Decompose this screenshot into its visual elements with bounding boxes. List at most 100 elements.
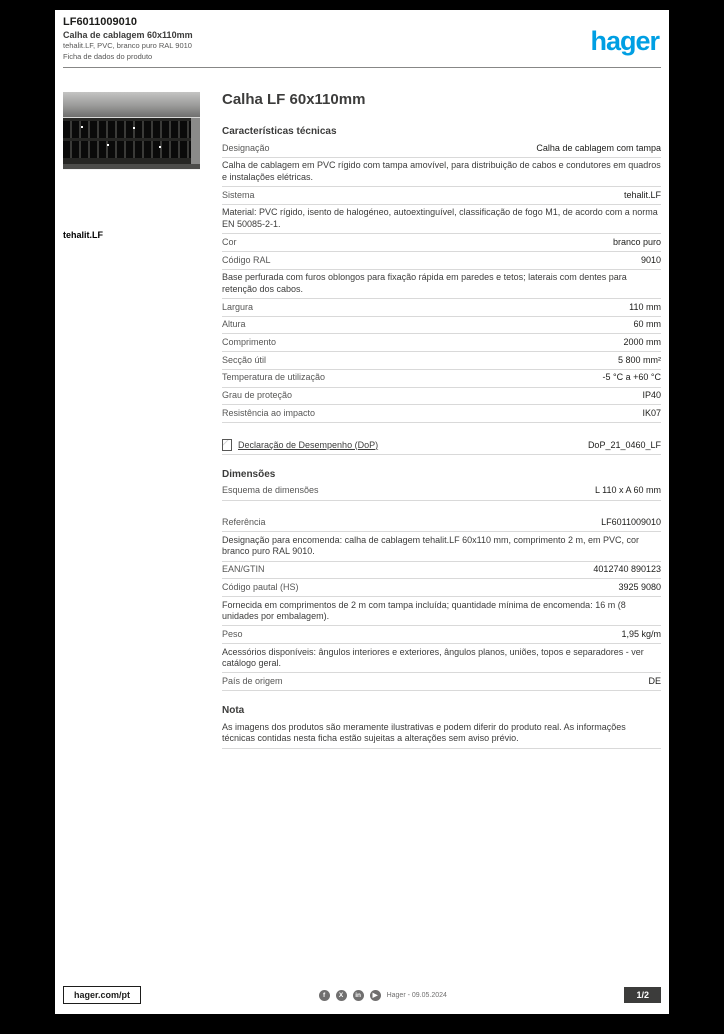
- section: Declaração de Desempenho (DoP) DoP_21_046…: [222, 437, 661, 455]
- product-image: [63, 91, 200, 170]
- trunking-slots-top: [63, 120, 200, 138]
- spec-value: L 110 x A 60 mm: [594, 485, 661, 496]
- description-text: As imagens dos produtos são meramente il…: [222, 719, 661, 749]
- section-heading: Características técnicas: [222, 126, 337, 138]
- spec-label: Designação: [222, 142, 270, 153]
- spec-label: Secção útil: [222, 354, 267, 365]
- header: LF6011009010 Calha de cablagem 60x110mm …: [55, 10, 669, 62]
- trunking-front: [63, 117, 200, 164]
- product-range: tehalit.LF, PVC, branco puro RAL 9010: [63, 41, 192, 51]
- trunking-end-cap: [191, 117, 200, 164]
- section-heading: Dimensões: [222, 468, 276, 480]
- header-text-block: LF6011009010 Calha de cablagem 60x110mm …: [63, 16, 193, 62]
- spec-row: Temperatura de utilização-5 °C a +60 °C: [222, 370, 661, 388]
- spec-row: País de origem DE: [222, 673, 661, 692]
- document-ref: DoP_21_0460_LF: [587, 439, 661, 450]
- highlight-dot: [107, 143, 109, 146]
- spec-row: Altura 60 mm: [222, 317, 661, 335]
- trunking-slots-bottom: [63, 140, 200, 158]
- spec-row: Sistema tehalit.LF: [222, 187, 661, 205]
- spec-value: 3925 9080: [618, 581, 661, 592]
- description-text: Material: PVC rígido, isento de halogéne…: [222, 205, 661, 235]
- left-column: tehalit.LF: [63, 91, 208, 763]
- highlight-dot: [133, 126, 135, 129]
- spec-value: 110 mm: [629, 301, 661, 312]
- spec-label: Altura: [222, 319, 246, 330]
- document-link[interactable]: Declaração de Desempenho (DoP): [238, 439, 379, 450]
- content: tehalit.LF Calha LF 60x110mm Característ…: [55, 90, 669, 763]
- facebook-icon[interactable]: f: [318, 989, 330, 1001]
- spec-label: Largura: [222, 301, 254, 312]
- spec-value: 4012740 890123: [593, 564, 661, 575]
- spec-row: Código pautal (HS) 3925 9080: [222, 579, 661, 597]
- spec-label: Cor: [222, 236, 237, 247]
- spec-row: Peso 1,95 kg/m: [222, 626, 661, 645]
- section-heading: Nota: [222, 705, 245, 717]
- spec-label: Esquema de dimensões: [222, 485, 319, 496]
- document-type: Ficha de dados do produto: [63, 51, 153, 61]
- product-name: Calha de cablagem 60x110mm: [63, 29, 193, 40]
- product-code: LF6011009010: [63, 16, 138, 28]
- image-caption: tehalit.LF: [63, 229, 103, 240]
- spec-value: IK07: [642, 407, 661, 418]
- description-text: Designação para encomenda: calha de cabl…: [222, 532, 661, 562]
- spec-value: 9010: [640, 254, 661, 265]
- main-column: Calha LF 60x110mm Características técnic…: [222, 90, 661, 763]
- linkedin-icon[interactable]: in: [352, 989, 364, 1001]
- spec-row: EAN/GTIN 4012740 890123: [222, 562, 661, 580]
- spec-row: Esquema de dimensões L 110 x A 60 mm: [222, 483, 661, 501]
- document-icon: [222, 439, 232, 452]
- description-text: Base perfurada com furos oblongos para f…: [222, 270, 661, 300]
- product-title: Calha LF 60x110mm: [222, 90, 366, 108]
- spec-label: País de origem: [222, 675, 283, 686]
- spec-row: Grau de proteção IP40: [222, 388, 661, 406]
- spec-label: EAN/GTIN: [222, 564, 265, 575]
- spec-row: Designação Calha de cablagem com tampa: [222, 140, 661, 158]
- spec-row: Resistência ao impacto IK07: [222, 405, 661, 423]
- spec-label: Referência: [222, 517, 266, 528]
- spec-value: DE: [648, 675, 661, 686]
- description-text: Fornecida em comprimentos de 2 m com tam…: [222, 597, 661, 627]
- section: Nota As imagens dos produtos são merament…: [222, 705, 661, 749]
- spec-value: tehalit.LF: [623, 189, 661, 200]
- spec-label: Temperatura de utilização: [222, 372, 326, 383]
- youtube-icon[interactable]: ▶: [369, 989, 381, 1001]
- spec-value: IP40: [642, 390, 661, 400]
- website-link[interactable]: hager.com/pt: [63, 986, 142, 1004]
- highlight-dot: [81, 125, 83, 128]
- highlight-dot: [159, 145, 161, 148]
- spec-value: 1,95 kg/m: [621, 628, 661, 639]
- spec-value: branco puro: [612, 236, 661, 247]
- spec-label: Grau de proteção: [222, 390, 293, 400]
- spec-label: Resistência ao impacto: [222, 407, 316, 418]
- trunking-base: [63, 163, 200, 169]
- spec-label: Código pautal (HS): [222, 581, 299, 592]
- spec-label: Peso: [222, 628, 243, 639]
- footer-note: Hager - 09.05.2024: [386, 991, 447, 999]
- spec-label: Comprimento: [222, 336, 277, 347]
- document-link-row: Declaração de Desempenho (DoP) DoP_21_046…: [222, 437, 661, 455]
- x-icon[interactable]: X: [335, 989, 347, 1001]
- description-text: Acessórios disponíveis: ângulos interior…: [222, 644, 661, 674]
- page-number: 1/2: [624, 987, 661, 1003]
- spec-value: LF6011009010: [601, 517, 661, 528]
- spec-row: Código RAL 9010: [222, 252, 661, 270]
- spec-value: 5 800 mm²: [617, 354, 661, 365]
- spec-value: Calha de cablagem com tampa: [536, 142, 661, 153]
- spec-row: Cor branco puro: [222, 234, 661, 252]
- spec-row: Referência LF6011009010: [222, 515, 661, 533]
- spec-value: 60 mm: [633, 319, 661, 330]
- spec-label: Código RAL: [222, 254, 271, 265]
- hager-logo: hager: [590, 26, 660, 56]
- spec-label: Sistema: [222, 189, 255, 200]
- header-divider: [63, 66, 661, 68]
- spec-row: Largura 110 mm: [222, 299, 661, 317]
- description-text: Calha de cablagem em PVC rígido com tamp…: [222, 158, 661, 188]
